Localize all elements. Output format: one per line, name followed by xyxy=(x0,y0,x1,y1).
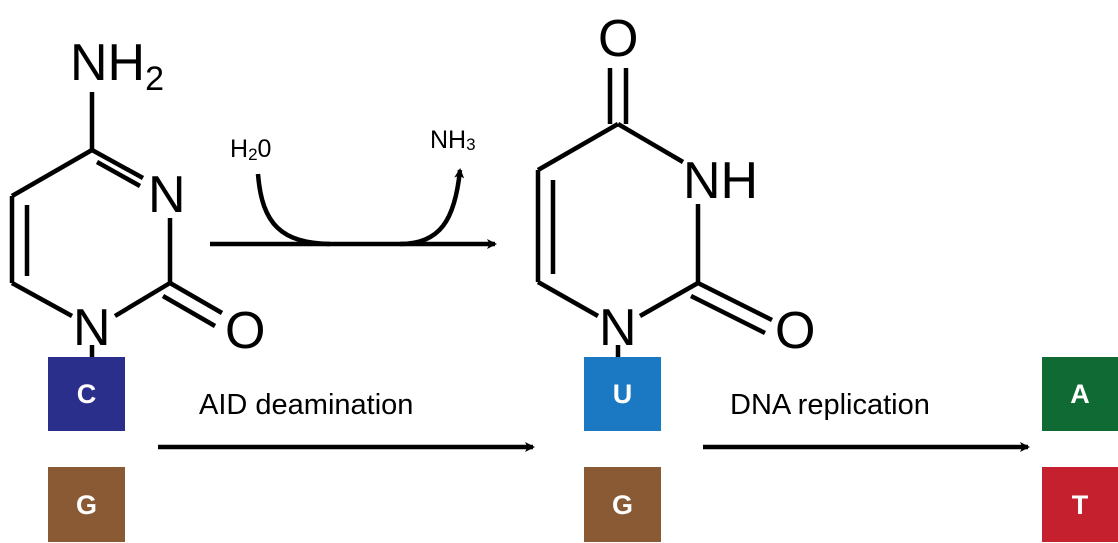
base-box-g xyxy=(584,467,661,542)
c4-n3-bond xyxy=(616,122,685,164)
c4-c5-bond xyxy=(10,148,94,198)
n1-c2-bond xyxy=(113,281,172,318)
c4-n3-double-bond xyxy=(95,160,142,188)
water-label: H20 xyxy=(230,135,271,164)
base-box-a xyxy=(1042,357,1118,431)
replication-step: DNA replication xyxy=(703,389,1030,452)
base-pair-c-g: C G xyxy=(48,357,125,542)
chemical-reaction-arrow: H20 NH3 xyxy=(210,126,497,249)
cytosine-n3-label: N xyxy=(148,166,186,224)
base-letter-g: G xyxy=(76,490,97,520)
uracil-n1-label: N xyxy=(599,299,637,357)
base-letter-u: U xyxy=(613,379,633,409)
c4-c5-bond xyxy=(536,122,620,172)
cytosine-oxygen-label: O xyxy=(225,302,265,360)
base-pair-u-g: U G xyxy=(584,357,661,542)
base-box-c xyxy=(48,357,125,431)
replication-label: DNA replication xyxy=(730,389,930,421)
ammonia-outgoing-arrow xyxy=(399,168,465,247)
deamination-step: AID deamination xyxy=(158,389,535,452)
water-incoming-curve xyxy=(255,173,331,247)
base-box-g xyxy=(48,467,125,542)
base-letter-c: C xyxy=(77,379,97,409)
cytosine-structure: NH2 N N O xyxy=(9,34,265,360)
c2-o-bond xyxy=(696,280,774,323)
c4-n3-bond xyxy=(90,148,145,180)
cytosine-amine-label: NH2 xyxy=(70,34,164,98)
c6-n1-bond xyxy=(10,281,74,318)
uracil-bottom-oxygen-label: O xyxy=(775,302,815,360)
base-box-t xyxy=(1042,467,1118,542)
base-box-u xyxy=(584,357,661,431)
ammonia-label: NH3 xyxy=(430,126,476,154)
deamination-label: AID deamination xyxy=(199,389,413,421)
uracil-structure: O NH N O xyxy=(535,10,815,360)
base-letter-g: G xyxy=(612,490,633,520)
base-pair-a-t: A T xyxy=(1042,357,1118,542)
base-letter-t: T xyxy=(1072,490,1089,520)
uracil-nh-label: NH xyxy=(683,152,758,210)
n1-c2-bond xyxy=(638,281,700,318)
uracil-top-oxygen-label: O xyxy=(598,10,638,68)
base-letter-a: A xyxy=(1070,379,1090,409)
c2-o-double-bond xyxy=(161,294,217,328)
c6-n1-bond xyxy=(536,280,600,318)
cytosine-n1-label: N xyxy=(73,299,111,357)
c2-o-double-bond xyxy=(689,293,767,336)
c2-o-bond xyxy=(168,281,224,315)
